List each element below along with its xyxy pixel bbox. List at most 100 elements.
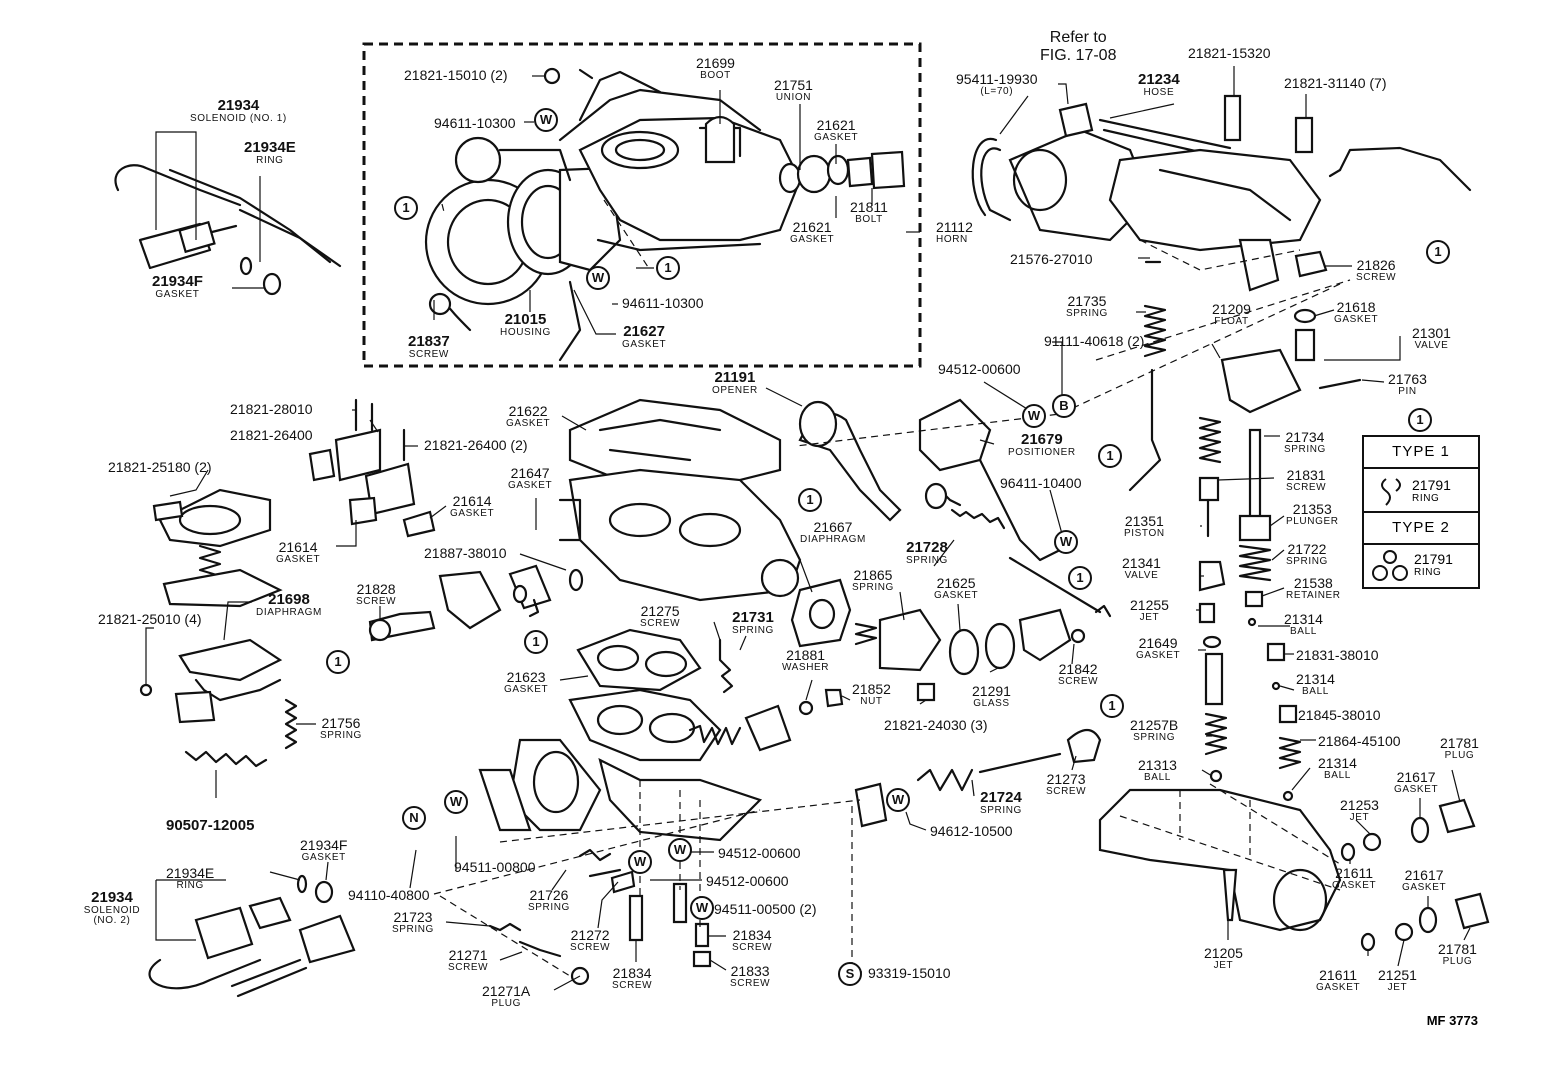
label-90507-12005: 90507-12005 xyxy=(166,817,255,834)
horn-assembly-box xyxy=(362,42,922,368)
label-94611-10300-upper: 94611-10300 xyxy=(434,115,516,131)
label-21821-24030: 21821-24030 (3) xyxy=(884,717,988,733)
washer-w-symbol: W xyxy=(628,850,652,874)
label-21864-45100: 21864-45100 xyxy=(1318,733,1401,749)
figure-code: MF 3773 xyxy=(1426,1013,1478,1028)
float-and-valve-drawing xyxy=(1220,308,1362,414)
label-21821-28010: 21821-28010 xyxy=(230,401,313,417)
label-21821-26400-a: 21821-26400 xyxy=(230,427,313,443)
legend-type1-heading: TYPE 1 xyxy=(1364,437,1478,469)
washer-w-symbol: W xyxy=(444,790,468,814)
label-94511-00800: 94511-00800 xyxy=(454,859,536,875)
legend-type2-part: 21791 xyxy=(1414,551,1453,567)
idle-adjust-drawing xyxy=(854,728,1102,828)
label-94611-10300-lower: 94611-10300 xyxy=(622,295,704,311)
label-93319-15010: 93319-15010 xyxy=(868,965,951,981)
callout-1-symbol: 1 xyxy=(394,196,418,220)
fast-idle-drawing xyxy=(308,398,436,538)
label-21821-15320: 21821-15320 xyxy=(1188,45,1271,61)
legend-callout-1-symbol: 1 xyxy=(1408,408,1432,432)
callout-1-symbol: 1 xyxy=(1068,566,1092,590)
screw-s-symbol: S xyxy=(838,962,862,986)
label-21821-25010: 21821-25010 (4) xyxy=(98,611,202,627)
label-91111-40618: 91111-40618 (2) xyxy=(1044,333,1145,349)
carburetor-body-drawing xyxy=(368,398,1112,676)
legend-type2-row: 21791 RING xyxy=(1364,545,1478,585)
legend-type2-desc: RING xyxy=(1414,567,1442,578)
washer-w-symbol: W xyxy=(668,838,692,862)
label-21821-15010: 21821-15010 (2) xyxy=(404,67,508,83)
ring-type2-icon xyxy=(1372,550,1408,581)
label-94110-40800: 94110-40800 xyxy=(348,887,430,903)
legend-type1-desc: RING xyxy=(1412,493,1440,504)
washer-w-symbol: W xyxy=(1054,530,1078,554)
diaphragm-stack-drawing xyxy=(139,488,298,768)
washer-w-symbol: W xyxy=(690,896,714,920)
label-94512-00600-c: 94512-00600 xyxy=(706,873,789,889)
label-21821-26400-b: 21821-26400 (2) xyxy=(424,437,528,453)
callout-1-symbol: 1 xyxy=(1426,240,1450,264)
nut-n-symbol: N xyxy=(402,806,426,830)
washer-w-symbol: W xyxy=(534,108,558,132)
label-94512-00600-b: 94512-00600 xyxy=(718,845,801,861)
callout-1-symbol: 1 xyxy=(656,256,680,280)
label-21831-38010: 21831-38010 xyxy=(1296,647,1379,663)
horn-drawing xyxy=(424,67,906,362)
ring-type1-icon xyxy=(1381,478,1401,506)
washer-w-symbol: W xyxy=(1022,404,1046,428)
label-94511-00500: 94511-00500 (2) xyxy=(714,901,817,917)
callout-1-symbol: 1 xyxy=(1100,694,1124,718)
washer-w-symbol: W xyxy=(886,788,910,812)
throttle-body-drawing xyxy=(478,628,936,842)
float-bowl-drawing xyxy=(1098,788,1490,952)
